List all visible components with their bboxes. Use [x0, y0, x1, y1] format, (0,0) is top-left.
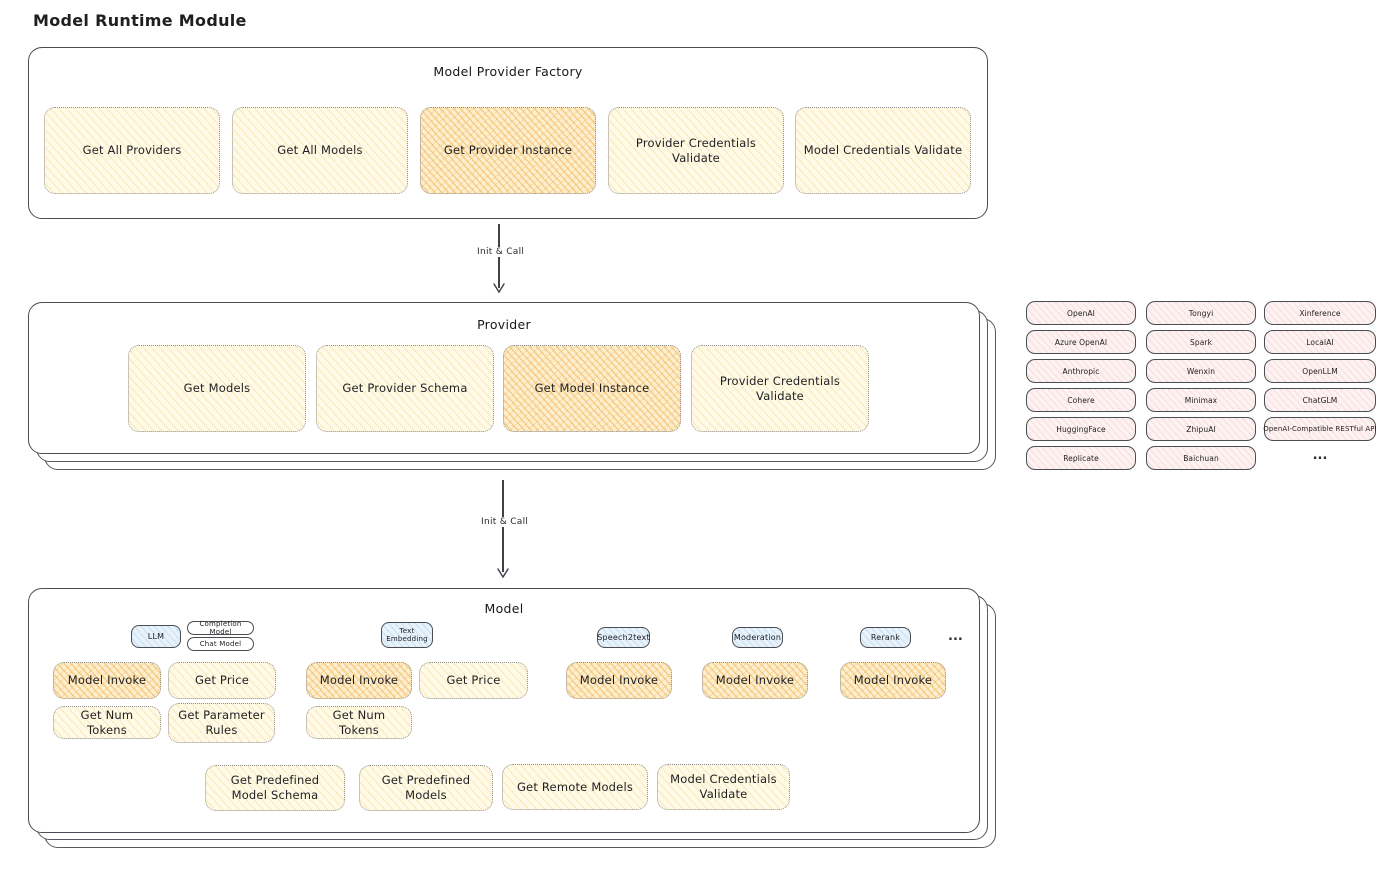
providers-ellipsis: ... — [1312, 448, 1328, 463]
provider-pill-huggingface: HuggingFace — [1026, 417, 1136, 441]
provider-credentials-validate-box: Provider Credentials Validate — [608, 107, 784, 194]
tab-moderation: Moderation — [732, 627, 783, 648]
tab-llm: LLM — [131, 625, 181, 648]
provider-pill-anthropic: Anthropic — [1026, 359, 1136, 383]
provider-pill-zhipuai: ZhipuAI — [1146, 417, 1256, 441]
get-models-box: Get Models — [128, 345, 306, 432]
provider-pill-xinference: Xinference — [1264, 301, 1376, 325]
tab-rerank: Rerank — [860, 627, 911, 648]
model-credentials-validate-box: Model Credentials Validate — [795, 107, 971, 194]
model-tabs-ellipsis: ... — [948, 629, 963, 644]
rerank-model-invoke-box: Model Invoke — [840, 662, 946, 699]
llm-get-price-box: Get Price — [168, 662, 276, 699]
arrow-head-2-icon — [497, 568, 509, 579]
llm-model-invoke-box: Model Invoke — [53, 662, 161, 699]
get-predefined-model-schema-box: Get Predefined Model Schema — [205, 765, 345, 811]
provider-pill-chatglm: ChatGLM — [1264, 388, 1376, 412]
page-title: Model Runtime Module — [33, 11, 247, 30]
provider-pill-localai: LocalAI — [1264, 330, 1376, 354]
speech2text-model-invoke-box: Model Invoke — [566, 662, 672, 699]
embedding-get-price-box: Get Price — [419, 662, 528, 699]
init-call-label-1: Init & Call — [473, 247, 529, 257]
provider-pill-baichuan: Baichuan — [1146, 446, 1256, 470]
provider-pill-openai: OpenAI — [1026, 301, 1136, 325]
provider-pill-openllm: OpenLLM — [1264, 359, 1376, 383]
model-provider-factory-title: Model Provider Factory — [433, 64, 583, 79]
get-model-instance-box: Get Model Instance — [503, 345, 681, 432]
model-title: Model — [484, 601, 524, 616]
provider-pill-minimax: Minimax — [1146, 388, 1256, 412]
get-all-providers-box: Get All Providers — [44, 107, 220, 194]
get-provider-schema-box: Get Provider Schema — [316, 345, 494, 432]
provider-pill-spark: Spark — [1146, 330, 1256, 354]
moderation-model-invoke-box: Model Invoke — [702, 662, 808, 699]
provider-credentials-validate-box-2: Provider Credentials Validate — [691, 345, 869, 432]
provider-pill-openai-compatible: OpenAI-Compatible RESTful API — [1263, 417, 1377, 441]
llm-get-parameter-rules-box: Get Parameter Rules — [168, 703, 275, 743]
provider-pill-wenxin: Wenxin — [1146, 359, 1256, 383]
init-call-label-2: Init & Call — [477, 517, 533, 527]
embedding-model-invoke-box: Model Invoke — [306, 662, 412, 699]
get-remote-models-box: Get Remote Models — [502, 764, 648, 810]
embedding-get-num-tokens-box: Get Num Tokens — [306, 706, 412, 739]
provider-pill-cohere: Cohere — [1026, 388, 1136, 412]
get-predefined-models-box: Get Predefined Models — [359, 765, 493, 811]
tab-text-embedding: Text Embedding — [381, 622, 433, 648]
provider-pill-tongyi: Tongyi — [1146, 301, 1256, 325]
tab-chat-model: Chat Model — [187, 637, 254, 651]
arrow-head-1-icon — [493, 283, 505, 294]
provider-title: Provider — [477, 317, 531, 332]
tab-completion-model: Completion Model — [187, 620, 254, 636]
get-all-models-box: Get All Models — [232, 107, 408, 194]
llm-get-num-tokens-box: Get Num Tokens — [53, 706, 161, 739]
tab-speech2text: Speech2text — [597, 627, 650, 648]
get-provider-instance-box: Get Provider Instance — [420, 107, 596, 194]
model-credentials-validate-box-2: Model Credentials Validate — [657, 764, 790, 810]
provider-pill-azure-openai: Azure OpenAI — [1026, 330, 1136, 354]
provider-pill-replicate: Replicate — [1026, 446, 1136, 470]
